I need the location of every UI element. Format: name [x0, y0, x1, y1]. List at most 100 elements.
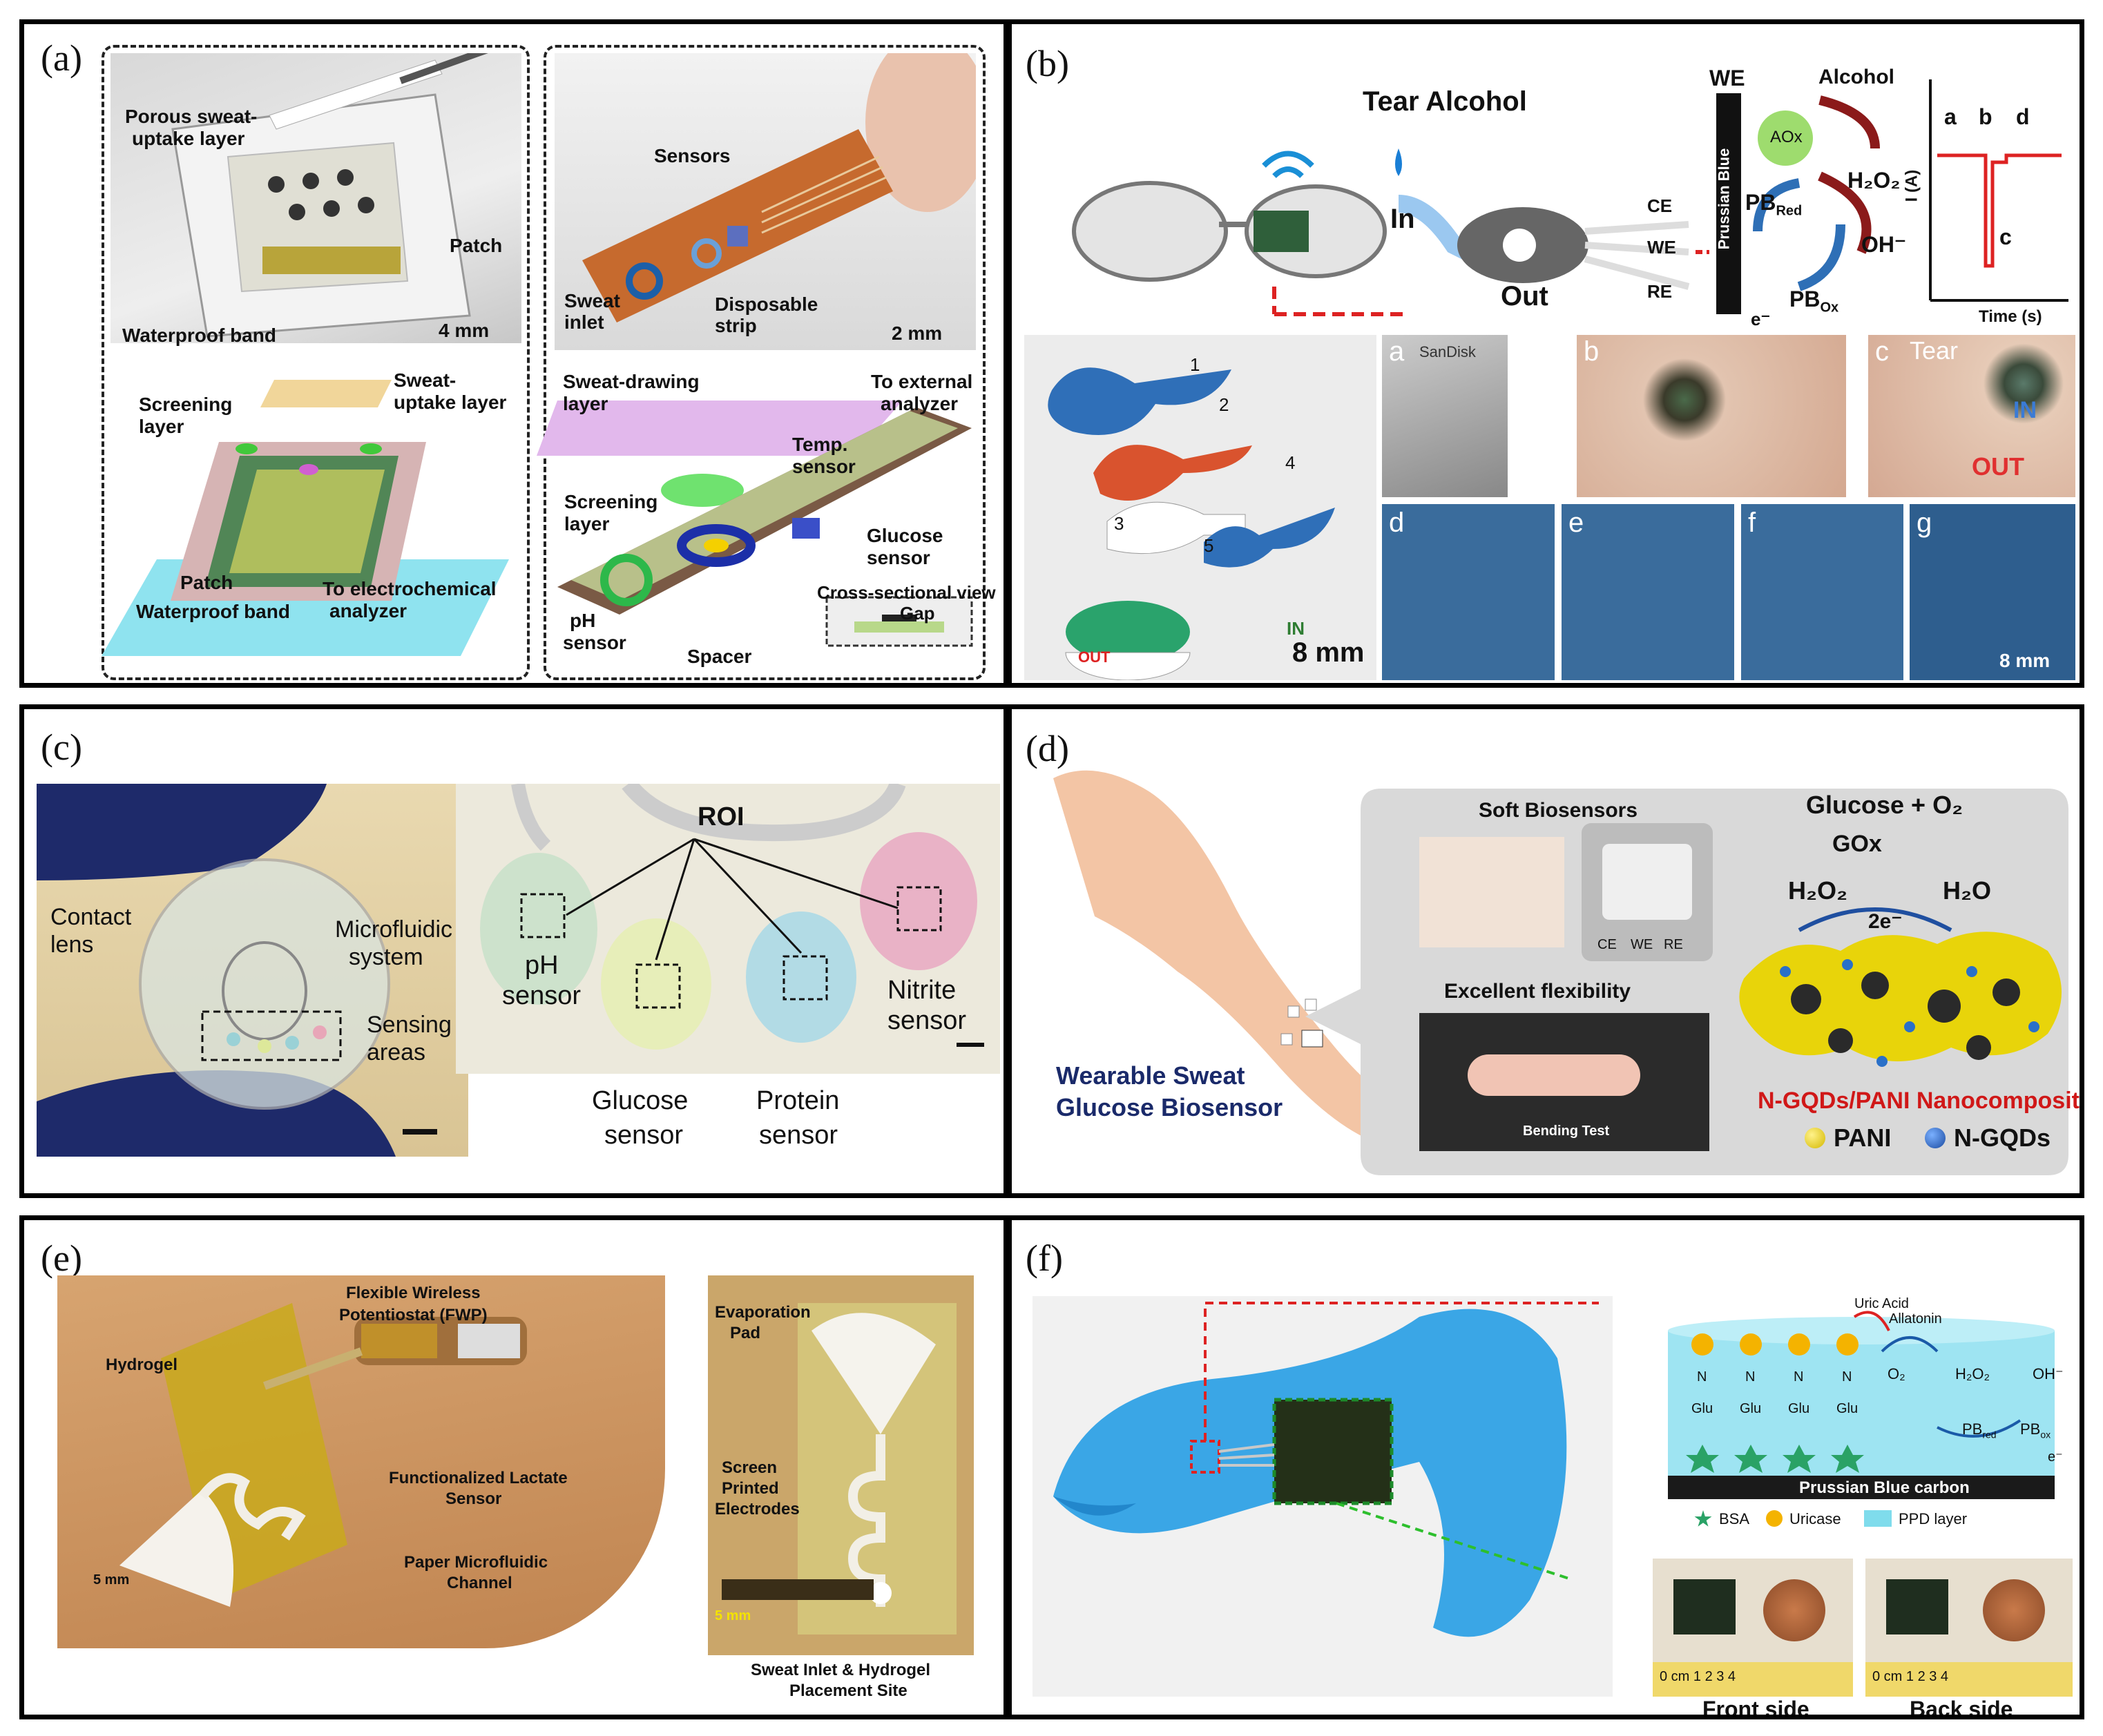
label-wearable1: Wearable Sweat — [1056, 1061, 1245, 1090]
panel-c: (c) Contact lens Microfluidic system Sen… — [19, 704, 1008, 1198]
label-fwp2: Potentiostat (FWP) — [339, 1306, 488, 1324]
paper-device-photo — [708, 1275, 974, 1655]
layer-1: 1 — [1190, 354, 1200, 375]
pani-legend-dot — [1805, 1128, 1825, 1148]
pbred-f-sub: red — [1982, 1429, 1997, 1440]
label-pbox-f: PBox — [2020, 1420, 2051, 1440]
label-roi: ROI — [698, 802, 745, 831]
label-out2: OUT — [1078, 648, 1111, 666]
label-alcohol: Alcohol — [1818, 66, 1894, 88]
bending-arm — [1468, 1054, 1640, 1096]
label-protein1: Protein — [756, 1086, 840, 1115]
label-glucose2: sensor — [604, 1121, 684, 1150]
label-out3: OUT — [1972, 452, 2024, 481]
panel-f-label: (f) — [1026, 1237, 1063, 1279]
panel-a-left-box — [102, 45, 530, 680]
label-gox: GOx — [1832, 831, 1882, 857]
label-glu-3: Glu — [1788, 1401, 1810, 1416]
front-coin — [1763, 1579, 1825, 1641]
back-pcb — [1886, 1579, 1948, 1634]
label-uric: Uric Acid — [1854, 1296, 1909, 1311]
arm-photo — [57, 1275, 665, 1648]
label-spacer: Spacer — [687, 646, 752, 667]
label-n-2: N — [1745, 1369, 1756, 1385]
roi-illustration — [480, 784, 984, 1050]
photo-label-b: b — [1584, 336, 1600, 367]
label-flex: Excellent flexibility — [1444, 980, 1631, 1003]
front-pcb — [1673, 1579, 1736, 1634]
label-re-d: RE — [1664, 937, 1683, 952]
label-o2-f: O₂ — [1888, 1365, 1905, 1382]
photo-label-c: c — [1875, 336, 1889, 367]
layer-2: 2 — [1219, 394, 1229, 415]
exploded-view — [1024, 335, 1376, 680]
label-hydrogel: Hydrogel — [106, 1356, 178, 1374]
front-side-photo: 0 cm 1 2 3 4 — [1653, 1559, 1853, 1697]
label-ph2: sensor — [563, 632, 626, 653]
label-disposable1: Disposable — [715, 293, 818, 315]
label-patch: Patch — [450, 235, 503, 256]
label-protein2: sensor — [759, 1121, 838, 1150]
label-paper1: Paper Microfluidic — [404, 1553, 548, 1572]
label-ce-d: CE — [1597, 937, 1617, 952]
uricase-legend-icon — [1766, 1510, 1783, 1527]
mark-b: b — [1979, 104, 1992, 129]
back-coin — [1983, 1579, 2045, 1641]
pbred-f-main: PB — [1962, 1420, 1983, 1438]
label-ngqd: N-GQDs — [1954, 1123, 2051, 1152]
label-tear: Tear — [1910, 336, 1959, 365]
front-ruler-text: 0 cm 1 2 3 4 — [1660, 1669, 1736, 1684]
label-sweat-uptake1: Sweat- — [394, 369, 457, 391]
back-side-photo: 0 cm 1 2 3 4 — [1865, 1559, 2073, 1697]
scale-4mm: 4 mm — [439, 320, 490, 341]
label-pbred: PBRed — [1745, 190, 1802, 219]
label-micro1: Microfluidic — [335, 916, 453, 943]
label-in2: IN — [1287, 618, 1305, 639]
label-in3: IN — [2013, 397, 2037, 423]
label-allatonin: Allatonin — [1889, 1311, 1942, 1327]
pbox-main: PB — [1789, 287, 1821, 311]
panel-a-right-box — [544, 45, 986, 680]
strip-schematic — [537, 401, 973, 647]
strip-illustration — [582, 53, 976, 322]
label-sweat-drawing2: layer — [563, 393, 608, 414]
label-n-1: N — [1697, 1369, 1707, 1385]
label-to-electro1: To electrochemical — [323, 578, 497, 599]
label-lactate2: Sensor — [445, 1489, 502, 1508]
contact-lens-illustration — [37, 784, 437, 1157]
label-we-top: WE — [1709, 66, 1745, 90]
label-nano: N-GQDs/PANI Nanocomposite — [1758, 1088, 2084, 1114]
label-contact2: lens — [50, 932, 94, 958]
label-screen2: Printed — [722, 1479, 779, 1498]
uric-acid-sensor-schematic — [1668, 1311, 2055, 1499]
label-glu-2: Glu — [1740, 1401, 1762, 1416]
label-front: Front side — [1702, 1697, 1809, 1719]
label-nitrite2: sensor — [887, 1006, 967, 1035]
label-screen1: Screen — [722, 1458, 778, 1477]
label-pbox: PBOx — [1789, 287, 1838, 316]
label-aox: AOx — [1770, 128, 1803, 146]
front-ruler — [1653, 1662, 1853, 1697]
label-glucose1: Glucose — [867, 525, 943, 546]
photo-a — [1382, 335, 1508, 497]
exploded-illustration — [1048, 367, 1335, 680]
photo-d — [1382, 504, 1555, 680]
label-oh: OH⁻ — [1861, 232, 1906, 257]
label-sensors: Sensors — [654, 145, 731, 166]
panel-e: (e) Flexible Wireless Potentiostat (FWP)… — [19, 1215, 1008, 1719]
label-glucose1: Glucose — [592, 1086, 689, 1115]
label-uricase: Uricase — [1789, 1510, 1841, 1527]
photo-label-f: f — [1748, 508, 1756, 538]
label-screening3: Screening — [564, 491, 658, 512]
label-pani: PANI — [1834, 1123, 1892, 1152]
label-bending: Bending Test — [1523, 1123, 1610, 1139]
layer-3: 3 — [1114, 513, 1124, 534]
photo-label-d: d — [1389, 508, 1405, 538]
panel-a: (a) Porous sweat- uptake layer Patch Wat… — [19, 19, 1008, 688]
contact-lens-photo — [37, 784, 468, 1157]
patch-illustration — [171, 53, 488, 338]
label-n-3: N — [1794, 1369, 1804, 1385]
label-fwp1: Flexible Wireless — [346, 1284, 481, 1302]
label-to-electro2: analyzer — [329, 600, 407, 621]
electrode-card — [1582, 823, 1713, 961]
